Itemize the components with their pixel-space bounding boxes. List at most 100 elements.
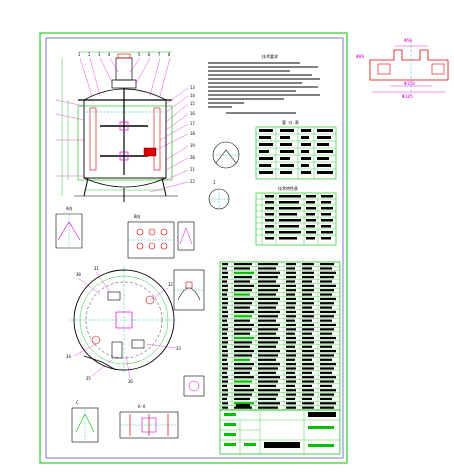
bom-cell-text	[258, 280, 276, 283]
plan-no: 31	[94, 266, 99, 271]
bom-cell-text	[258, 406, 278, 409]
bom-cell-text	[302, 367, 314, 370]
bom-cell-text	[234, 297, 254, 300]
bom-cell-text	[286, 397, 295, 401]
bom-cell-text	[234, 345, 250, 348]
bom-cell-text	[222, 306, 227, 309]
bom-cell-text	[320, 297, 336, 300]
drawing-title-box	[264, 442, 300, 448]
bom-cell-text	[302, 280, 312, 283]
bom-cell-text	[222, 276, 228, 279]
bom-cell-text	[234, 389, 254, 392]
bom-cell-text	[302, 271, 314, 274]
part-no: 15	[190, 101, 195, 106]
bom-cell-text	[234, 350, 254, 353]
bom-cell-text	[234, 276, 252, 279]
bom-cell-text	[222, 280, 227, 283]
bom-cell-text	[258, 289, 278, 292]
bom-cell-text	[234, 293, 250, 296]
bom-cell-text	[302, 402, 314, 405]
bom-cell-text	[222, 384, 227, 387]
sight-glass	[143, 147, 157, 157]
bom-cell-text	[286, 384, 295, 387]
bom-cell-text	[286, 336, 296, 340]
bom-cell-text	[302, 323, 314, 327]
bom-cell-text	[302, 354, 314, 357]
leader-lines-left	[55, 99, 85, 177]
plan-no: 34	[66, 354, 71, 359]
bom-cell-text	[302, 267, 312, 270]
vessel-elevation	[55, 51, 189, 202]
bom-cell-text	[258, 310, 280, 314]
bom-cell-text	[320, 384, 332, 387]
bom-cell-text	[258, 276, 278, 279]
bom-cell-text	[320, 289, 334, 292]
bom-cell-text	[258, 336, 280, 340]
part-no: 21	[190, 167, 195, 172]
bom-cell-text	[234, 267, 250, 270]
bom-cell-text	[320, 263, 334, 266]
bom-cell-text	[234, 363, 254, 366]
bom-cell-text	[222, 389, 228, 392]
bom-cell-text	[234, 263, 252, 266]
bom-cell-text	[302, 293, 312, 296]
bom-cell-text	[286, 389, 296, 392]
baffle-left	[89, 107, 97, 171]
view-i-label: I	[213, 180, 216, 185]
bom-cell-text	[234, 302, 252, 305]
part-no: 5	[138, 52, 141, 57]
bom-cell-text	[222, 323, 228, 327]
vessel-top-head	[83, 88, 167, 101]
bom-cell-text	[234, 310, 254, 314]
bom-cell-text	[320, 380, 334, 383]
bom-cell-text	[222, 267, 227, 270]
bom-cell-text	[222, 293, 227, 296]
leader-lines-top	[79, 57, 171, 97]
spec-table: 技术特性表	[255, 185, 337, 246]
part-no: 16	[190, 111, 195, 116]
notes-lines	[208, 62, 320, 114]
bom-cell-text	[320, 336, 336, 340]
bom-cell-text	[286, 406, 296, 409]
bom-cell-text	[222, 328, 228, 331]
bom-cell-text	[222, 350, 228, 353]
bom-cell-text	[320, 332, 332, 335]
vessel-jacket	[77, 105, 173, 181]
bom-cell-text	[302, 284, 314, 287]
bom-cell-text	[302, 336, 314, 340]
part-no: 1	[78, 52, 81, 57]
part-no: 8	[168, 52, 171, 57]
bom-cell-text	[286, 276, 296, 279]
bom-cell-text	[302, 306, 312, 309]
bom-cell-text	[258, 328, 278, 331]
bom-cell-text	[302, 341, 314, 344]
bom-cell-text	[222, 358, 227, 361]
bom-cell-text	[320, 328, 334, 331]
detail-view-c: C	[71, 400, 99, 443]
part-no: 20	[190, 155, 195, 160]
technical-notes: 技术要求	[208, 53, 320, 114]
bom-cell-text	[258, 393, 278, 396]
bom-cell-text	[302, 263, 314, 266]
flange-dim-bottom: Φ150	[404, 81, 415, 87]
bom-cell-text	[286, 328, 296, 331]
bom-cell-text	[234, 380, 252, 383]
bom-cell-text	[258, 389, 280, 392]
bom-cell-text	[222, 397, 227, 401]
bom-cell-text	[302, 276, 314, 279]
bom-cell-text	[286, 341, 296, 344]
bom-cell-text	[320, 293, 332, 296]
bom-cell-text	[302, 384, 312, 387]
flange-section	[369, 49, 449, 81]
bom-cell-text	[320, 402, 336, 405]
bom-cell-text	[234, 358, 250, 361]
bom-cell-text	[234, 289, 252, 292]
vessel-bottom-head	[83, 177, 167, 188]
plan-no: 33	[176, 346, 181, 351]
plan-no: 32	[168, 282, 173, 287]
bom-cell-text	[302, 328, 314, 331]
bom-cell-text	[258, 302, 278, 305]
bom-cell-text	[234, 332, 250, 335]
bom-cell-text	[302, 319, 312, 322]
